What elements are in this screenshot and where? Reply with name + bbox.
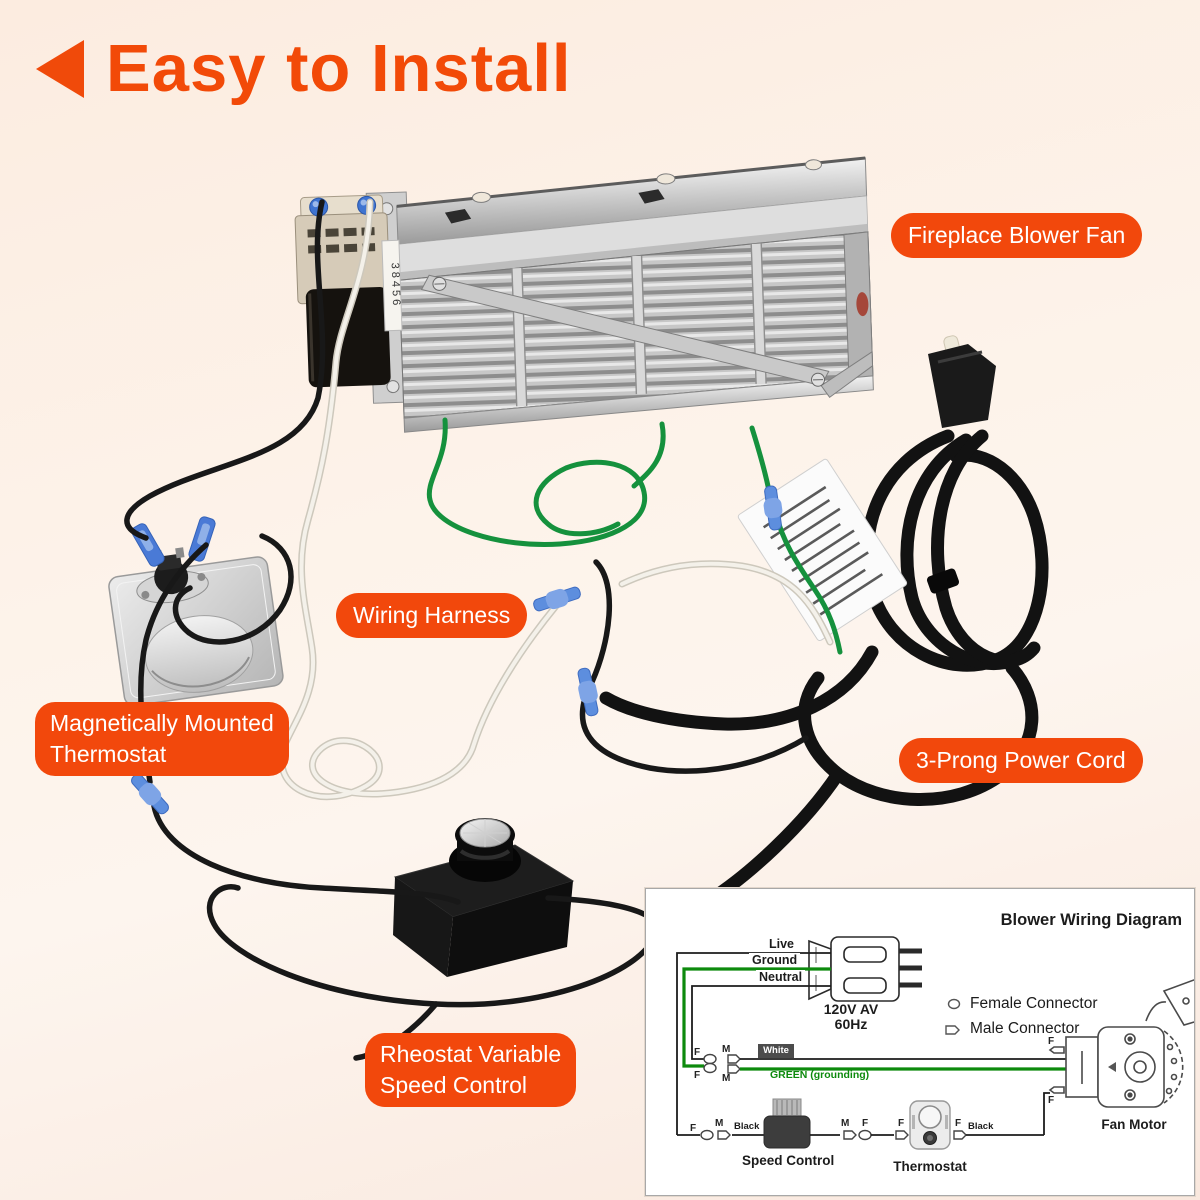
- diagram-voltage: 120V AV: [823, 1001, 879, 1017]
- diagram-speed-control-label: Speed Control: [742, 1153, 835, 1168]
- thermostat-photo: [108, 516, 284, 707]
- callout-wiring-harness: Wiring Harness: [336, 593, 528, 638]
- callout-power-cord-label: 3-Prong Power Cord: [916, 747, 1126, 773]
- legend-female-connector: Female Connector: [970, 995, 1098, 1012]
- connector-mark-f: F: [694, 1070, 701, 1081]
- wiring-diagram-schematic: [676, 936, 1194, 1150]
- diagram-black-label-left: Black: [734, 1121, 760, 1132]
- connector-mark-f: F: [862, 1118, 869, 1129]
- callout-rheostat: Rheostat Variable Speed Control: [365, 1033, 577, 1107]
- callout-rheostat-line1: Rheostat Variable: [380, 1041, 562, 1067]
- legend-male-connector: Male Connector: [970, 1020, 1080, 1037]
- connector-mark-f: F: [955, 1118, 962, 1129]
- motor-sticker-number: 38456: [389, 262, 403, 308]
- connector-mark-f: F: [1048, 1095, 1055, 1106]
- callout-wiring-harness-label: Wiring Harness: [353, 602, 511, 628]
- diagram-frequency: 60Hz: [834, 1016, 868, 1032]
- diagram-title: Blower Wiring Diagram: [1000, 911, 1182, 929]
- callout-thermostat: Magnetically Mounted Thermostat: [35, 702, 289, 776]
- blower-wiring-diagram: Blower Wiring Diagram Live Ground Neutra…: [645, 888, 1195, 1196]
- callout-blower-fan: Fireplace Blower Fan: [891, 213, 1143, 258]
- connector-mark-m: M: [722, 1073, 731, 1084]
- plug-drawing: [808, 936, 922, 1002]
- thermostat-drawing: [909, 1100, 951, 1150]
- speed-control-drawing: [763, 1098, 811, 1149]
- diagram-neutral-label: Neutral: [756, 970, 806, 984]
- connector-mark-m: M: [722, 1044, 731, 1055]
- diagram-ground-label: Ground: [749, 953, 801, 967]
- left-arrow-icon: [36, 39, 84, 98]
- callout-power-cord: 3-Prong Power Cord: [899, 738, 1143, 783]
- blower-fan-photo: 38456: [294, 156, 874, 433]
- connector-mark-m: M: [841, 1118, 850, 1129]
- page-header: Easy to Install: [36, 30, 572, 107]
- callout-rheostat-line2: Speed Control: [380, 1072, 528, 1098]
- page-title: Easy to Install: [106, 31, 572, 106]
- diagram-fan-motor-label: Fan Motor: [1101, 1117, 1167, 1132]
- callout-thermostat-line1: Magnetically Mounted: [50, 710, 274, 736]
- fan-motor-drawing: [1048, 979, 1194, 1108]
- connector-mark-f: F: [690, 1123, 697, 1134]
- diagram-thermostat-label: Thermostat: [893, 1159, 967, 1174]
- connector-mark-m: M: [715, 1118, 724, 1129]
- butt-splice-connectors: [131, 485, 783, 815]
- diagram-white-wire-label: White: [758, 1044, 794, 1058]
- connector-mark-f: F: [694, 1047, 701, 1058]
- power-cord-photo: [599, 335, 1049, 913]
- diagram-live-label: Live: [766, 937, 798, 951]
- diagram-black-label-right: Black: [968, 1121, 994, 1132]
- connector-mark-f: F: [1048, 1036, 1055, 1047]
- diagram-green-wire-label: GREEN (grounding): [770, 1069, 870, 1081]
- connector-mark-f: F: [898, 1118, 905, 1129]
- callout-thermostat-line2: Thermostat: [50, 741, 167, 767]
- callout-blower-fan-label: Fireplace Blower Fan: [908, 222, 1126, 248]
